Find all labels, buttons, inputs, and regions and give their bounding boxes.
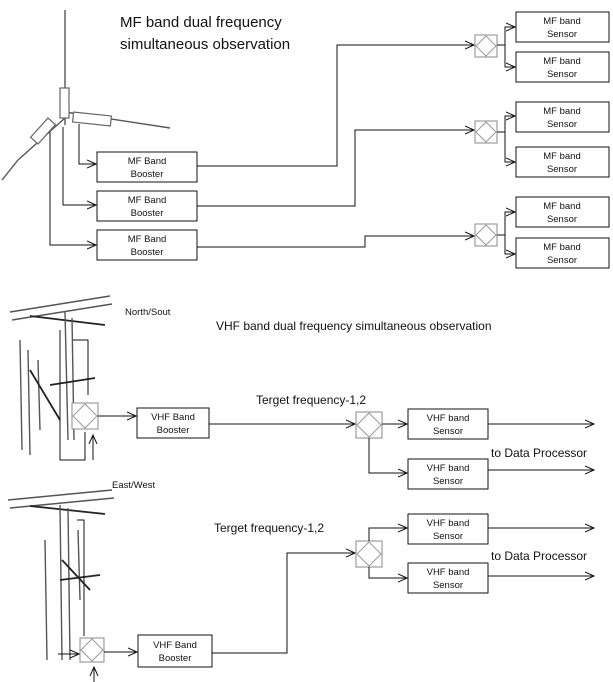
- mf-sensor-1: MF band Sensor: [515, 11, 610, 43]
- mf-sensor-4: MF band Sensor: [515, 146, 610, 178]
- vhf-booster-top: VHF Band Booster: [136, 407, 210, 439]
- north-south-label: North/Sout: [125, 307, 171, 318]
- svg-text:Sensor: Sensor: [433, 531, 463, 542]
- svg-text:Booster: Booster: [159, 653, 192, 664]
- mf-title-line1: MF band dual frequency: [120, 14, 282, 31]
- vhf-splitter-top: [355, 411, 383, 439]
- vhf-booster-bottom: VHF Band Booster: [137, 634, 213, 668]
- mf-sensor-5: MF band Sensor: [515, 196, 610, 228]
- svg-text:MF Band: MF Band: [128, 156, 167, 167]
- svg-text:Booster: Booster: [131, 169, 164, 180]
- east-west-label: East/West: [112, 480, 155, 491]
- svg-text:MF Band: MF Band: [128, 234, 167, 245]
- svg-text:Sensor: Sensor: [547, 29, 577, 40]
- svg-text:Sensor: Sensor: [547, 214, 577, 225]
- mf-sensor-6: MF band Sensor: [515, 237, 610, 269]
- svg-text:VHF band: VHF band: [427, 567, 470, 578]
- svg-text:VHF Band: VHF Band: [153, 640, 197, 651]
- data-processor-label-2: to Data Processor: [491, 549, 587, 563]
- vhf-input-splitter-2: [79, 637, 105, 663]
- vhf-input-splitter-1: [71, 402, 99, 430]
- vhf-title: VHF band dual frequency simultaneous obs…: [216, 319, 492, 333]
- svg-text:MF Band: MF Band: [128, 195, 167, 206]
- mf-booster-3: MF Band Booster: [96, 229, 198, 261]
- vhf-sensor-4: VHF band Sensor: [407, 562, 489, 594]
- svg-text:Sensor: Sensor: [433, 426, 463, 437]
- svg-text:MF band: MF band: [543, 106, 581, 117]
- mf-title-line2: simultaneous observation: [120, 36, 290, 53]
- vhf-sensor-1: VHF band Sensor: [407, 408, 489, 440]
- svg-text:MF band: MF band: [543, 151, 581, 162]
- svg-text:Booster: Booster: [157, 425, 190, 436]
- svg-text:Booster: Booster: [131, 247, 164, 258]
- svg-text:VHF band: VHF band: [427, 463, 470, 474]
- mf-sensor-3: MF band Sensor: [515, 101, 610, 133]
- vhf-sensor-2: VHF band Sensor: [407, 458, 489, 490]
- mf-sensor-2: MF band Sensor: [515, 51, 610, 83]
- north-south-yagi-antenna: [9, 295, 113, 456]
- svg-text:VHF Band: VHF Band: [151, 412, 195, 423]
- svg-text:Sensor: Sensor: [547, 119, 577, 130]
- mf-splitter-2: [474, 120, 498, 144]
- mf-splitter-1: [474, 34, 498, 58]
- svg-text:VHF band: VHF band: [427, 518, 470, 529]
- mf-antenna-illustration: [1, 10, 171, 181]
- svg-text:Sensor: Sensor: [547, 164, 577, 175]
- target-frequency-label-2: Terget frequency-1,2: [214, 521, 324, 535]
- svg-text:MF band: MF band: [543, 242, 581, 253]
- data-processor-label-1: to Data Processor: [491, 446, 587, 460]
- svg-text:Sensor: Sensor: [433, 476, 463, 487]
- svg-text:MF band: MF band: [543, 201, 581, 212]
- vhf-sensor-3: VHF band Sensor: [407, 513, 489, 545]
- svg-text:VHF band: VHF band: [427, 413, 470, 424]
- vhf-splitter-bottom: [355, 540, 383, 568]
- svg-text:MF band: MF band: [543, 16, 581, 27]
- svg-text:Sensor: Sensor: [547, 69, 577, 80]
- east-west-yagi-antenna: [7, 489, 115, 661]
- svg-text:Booster: Booster: [131, 208, 164, 219]
- mf-booster-2: MF Band Booster: [96, 190, 198, 222]
- target-frequency-label-1: Terget frequency-1,2: [256, 393, 366, 407]
- svg-text:Sensor: Sensor: [433, 580, 463, 591]
- mf-booster-1: MF Band Booster: [96, 151, 198, 183]
- svg-text:MF band: MF band: [543, 56, 581, 67]
- svg-text:Sensor: Sensor: [547, 255, 577, 266]
- mf-splitter-3: [474, 223, 498, 247]
